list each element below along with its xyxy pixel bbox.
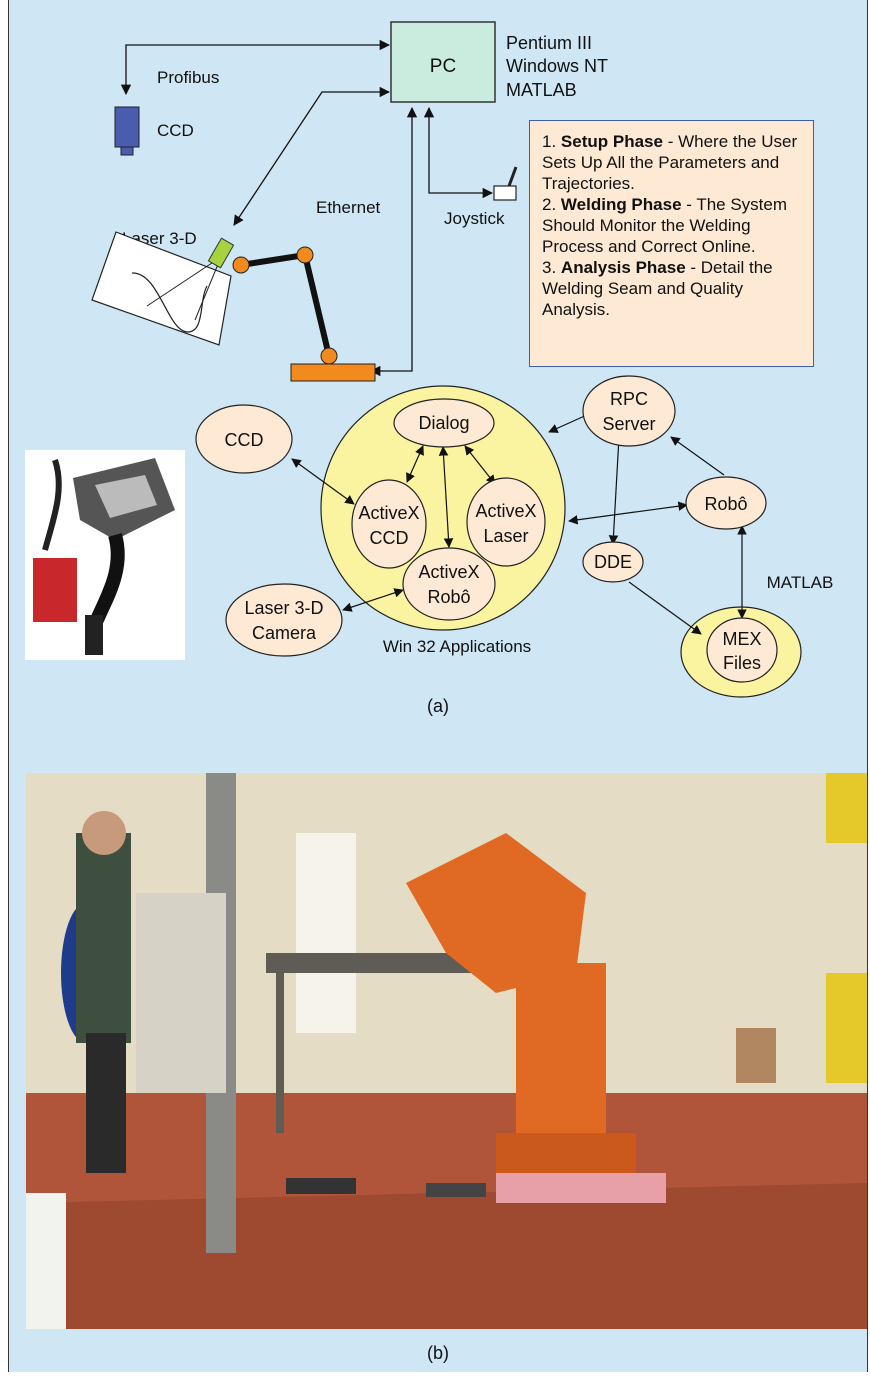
node-mex-line1: MEX — [722, 629, 761, 649]
node-dde-label: DDE — [594, 552, 632, 572]
laser-link — [233, 86, 391, 226]
node-rpc-line2: Server — [602, 414, 655, 434]
phase-item-setup: 1. Setup Phase - Where the User Sets Up … — [542, 132, 798, 193]
node-laser-camera-line1: Laser 3-D — [244, 598, 323, 618]
ccd-top-label: CCD — [157, 121, 194, 140]
ethernet-label: Ethernet — [316, 198, 381, 217]
node-mex-line2: Files — [723, 653, 761, 673]
node-activex-ccd-line1: ActiveX — [358, 503, 419, 523]
node-laser-camera — [225, 583, 343, 657]
phase-item-welding: 2. Welding Phase - The System Should Mon… — [542, 195, 788, 256]
laser-sensor-icon — [207, 237, 235, 269]
node-laser-camera-line2: Camera — [252, 623, 317, 643]
node-rpc-server — [582, 375, 676, 447]
robot-joint-base — [320, 347, 338, 365]
win32-label: Win 32 Applications — [383, 637, 531, 656]
node-activex-robo — [402, 547, 496, 621]
welding-cell-photo — [26, 773, 867, 1329]
matlab-label: MATLAB — [767, 573, 834, 592]
node-robo — [685, 476, 767, 530]
figure-frame: PC Pentium III Windows NT MATLAB Profibu… — [8, 0, 868, 1372]
ethernet-link — [369, 106, 418, 377]
caption-a: (a) — [427, 696, 449, 716]
caption-b: (b) — [427, 1343, 449, 1363]
node-mex-files — [706, 617, 778, 683]
node-activex-ccd — [351, 479, 427, 569]
joystick-link — [423, 106, 494, 199]
joystick-icon — [493, 185, 517, 201]
system-diagram: PC Pentium III Windows NT MATLAB Profibu… — [91, 21, 834, 698]
joystick-label: Joystick — [444, 209, 505, 228]
pc-spec-os: Windows NT — [506, 56, 608, 76]
node-activex-ccd-line2: CCD — [370, 528, 409, 548]
node-activex-laser-line2: Laser — [483, 526, 528, 546]
pc-spec-cpu: Pentium III — [506, 33, 592, 53]
node-activex-robo-line1: ActiveX — [418, 562, 479, 582]
node-ccd-label: CCD — [225, 430, 264, 450]
robot-joint-wrist — [232, 256, 250, 274]
node-robo-label: Robô — [704, 494, 747, 514]
phase-item-analysis: 3. Analysis Phase - Detail the Welding S… — [542, 258, 773, 319]
phase-description-box: 1. Setup Phase - Where the User Sets Up … — [529, 120, 814, 367]
robot-base — [290, 363, 376, 382]
node-rpc-line1: RPC — [610, 389, 648, 409]
pc-label: PC — [430, 56, 456, 77]
node-ccd — [195, 404, 293, 474]
profibus-link — [120, 39, 391, 96]
node-dde — [582, 541, 644, 583]
pc-spec-matlab: MATLAB — [506, 80, 577, 100]
robot-joint-elbow — [296, 246, 314, 264]
workpiece — [91, 231, 232, 346]
node-activex-robo-line2: Robô — [427, 587, 470, 607]
ccd-camera-icon — [114, 106, 140, 148]
node-dialog — [393, 398, 495, 448]
pc-box — [390, 21, 496, 103]
node-dialog-label: Dialog — [418, 413, 469, 433]
node-activex-laser-line1: ActiveX — [475, 501, 536, 521]
profibus-label: Profibus — [157, 68, 219, 87]
welding-torch-image — [25, 450, 185, 660]
node-activex-laser — [466, 477, 546, 567]
